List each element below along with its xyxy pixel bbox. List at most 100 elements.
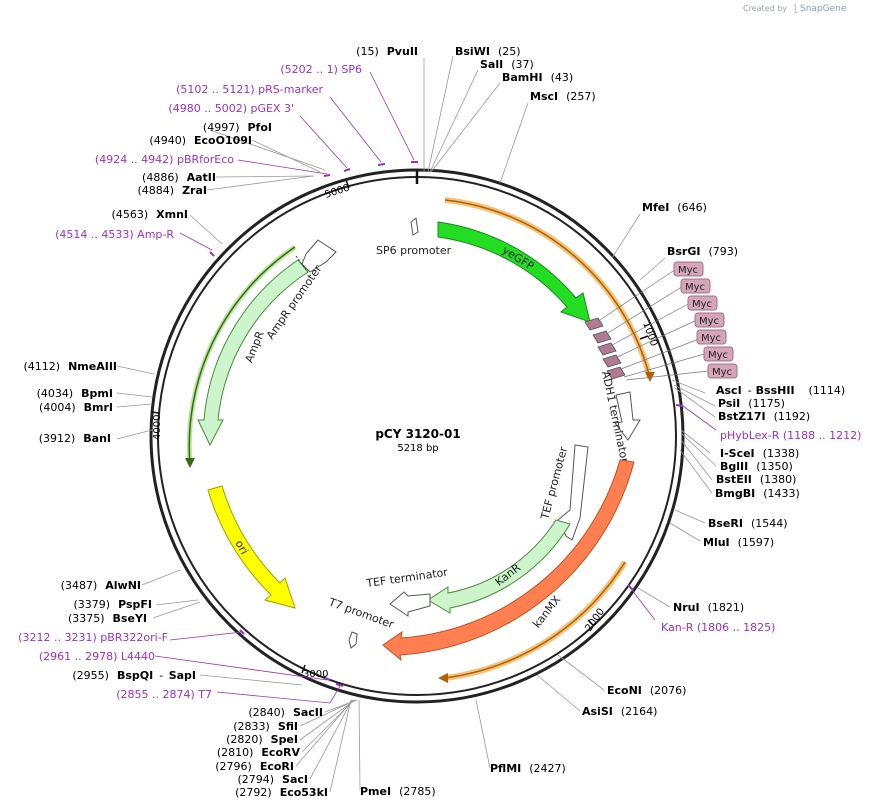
leader-msci [499,102,529,184]
myc-arrow [584,317,604,331]
leader-psii [673,384,716,407]
site-xmni: (4563)XmnI [112,208,188,221]
sp6-promoter-arrow [410,217,419,236]
primer-labels: (5202 .. 1) SP6 (5102 .. 5121) pRS-marke… [18,63,861,701]
site-saci: (2794)SacI [237,773,308,786]
site-ecorv: (2810)EcoRV [217,746,301,759]
myc-box [673,261,704,277]
leader-pmei [358,699,361,791]
site-bsrgi: BsrGI(793) [667,245,738,258]
primer-label-phyblex: pHybLex-R (1188 .. 1212) [720,429,861,442]
site-msci: MscI(257) [530,90,596,103]
primer-marks [209,161,684,687]
myc-box [696,329,727,345]
leader-bsteii [680,439,713,481]
tef-promoter-arrow [557,444,589,541]
leader-bmri [116,403,153,408]
ampr-promoter-dashed [295,255,307,271]
orange-arc-top [444,199,651,379]
site-bamhi: BamHI(43) [502,71,573,84]
primer-leader-lines [154,71,717,704]
plasmid-name: pCY 3120-01 [375,427,460,441]
ori-arrow [207,485,296,609]
primer-leader-phyblex [682,405,717,431]
site-psii: PsiI(1175) [718,397,785,410]
myc-connector [599,268,677,321]
leader-mfei [611,213,641,259]
leader-bspqi [199,674,303,686]
primer-label-sp6: (5202 .. 1) SP6 [280,63,362,76]
site-econi: EcoNI(2076) [607,684,686,697]
site-nrui: NruI(1821) [673,601,744,614]
tick-4000-mark [150,411,160,414]
primer-leader-pbrforeco [237,159,328,175]
leader-nmeaiii [116,365,155,375]
credit-prefix: Created by [743,4,787,13]
tef-terminator-arrow [389,591,431,617]
site-pvuii: (15)PvuII [356,45,418,58]
left-site-labels: (15)PvuII (4997)PfoI (4940)EcoO109I (488… [24,45,419,799]
site-eco53ki: (2792)Eco53kI [235,786,328,799]
site-eco0109i: (4940)EcoO109I [149,134,252,147]
primer-leader-kanr [631,589,656,621]
primer-label-pbr322ori: (3212 .. 3231) pBR322ori-F [18,631,168,644]
leader-aatii [215,175,315,178]
plasmid-length: 5218 bp [397,443,438,454]
primer-label-pbrforeco: (4924 .. 4942) pBRforEco [95,153,234,166]
orange-arc-bottom [444,561,626,679]
tick-3000-mark [301,664,306,674]
myc-connector [616,319,698,358]
leader-ascbss [671,379,706,394]
myc-connector [623,353,705,378]
myc-label: Myc [692,299,712,310]
leader-bseri [674,509,706,524]
primer-label-prs-marker: (5102 .. 5121) pRS-marker [176,83,323,96]
site-bstz17i: BstZ17I(1192) [718,410,810,423]
leader-pflmi [475,699,491,769]
myc-box [707,363,738,379]
leader-bsiwi [427,55,454,173]
site-bseri: BseRI(1544) [708,517,788,530]
sp6-promoter-label: SP6 promoter [376,244,452,257]
site-mfei: MfeI(646) [642,201,707,214]
site-bmgbi: BmgBI(1433) [715,487,800,500]
myc-box [680,278,711,294]
myc-label: Myc [678,265,698,276]
myc-box [694,312,725,328]
leader-saci [309,699,353,780]
tick-5000-mark [345,179,350,189]
leader-zrai [206,175,314,191]
myc-label: Myc [708,350,728,361]
leader-pspfi [155,599,199,606]
myc-connector [607,285,684,334]
site-bsiwi: BsiWI(25) [455,45,521,58]
leader-mlui [669,522,701,542]
site-bspqi-sapi: (2955)BspQI- SapI [72,669,196,682]
snapgene-credit: Created by ⎩ SnapGene [743,3,847,14]
site-bpmi: (4034)BpmI [37,387,113,400]
primer-label-l4440: (2961 .. 2978) L4440 [39,650,155,663]
myc-label: Myc [699,316,719,327]
site-nmeaiii: (4112)NmeAIII [24,360,118,373]
ampr-outer-arc [188,246,296,466]
site-mlui: MluI(1597) [703,536,774,549]
myc-label: Myc [685,282,705,293]
leader-econi [557,654,605,691]
site-pflmi: PflMI(2427) [490,762,566,775]
myc-arrow [592,330,612,344]
adh1-terminator-arrow [614,391,641,441]
primer-mark-l4440 [324,677,331,681]
kanmx-arrow [382,459,635,662]
primer-label-amp-r: (4514 .. 4533) Amp-R [55,228,174,241]
ori-label: ori [233,538,251,557]
myc-box [703,346,734,362]
site-asisi: AsiSI(2164) [582,705,657,718]
primer-leader-t7 [216,685,341,704]
leader-bseyi [152,601,201,619]
tick-label-3000: 3000 [303,669,328,680]
site-bglii: BglII(1350) [720,460,793,473]
primer-leader-prs [329,96,382,163]
tef-promoter-label: TEF promoter [538,445,570,522]
site-bsteii: BstEII(1380) [716,473,796,486]
leader-bpmi [116,392,153,398]
